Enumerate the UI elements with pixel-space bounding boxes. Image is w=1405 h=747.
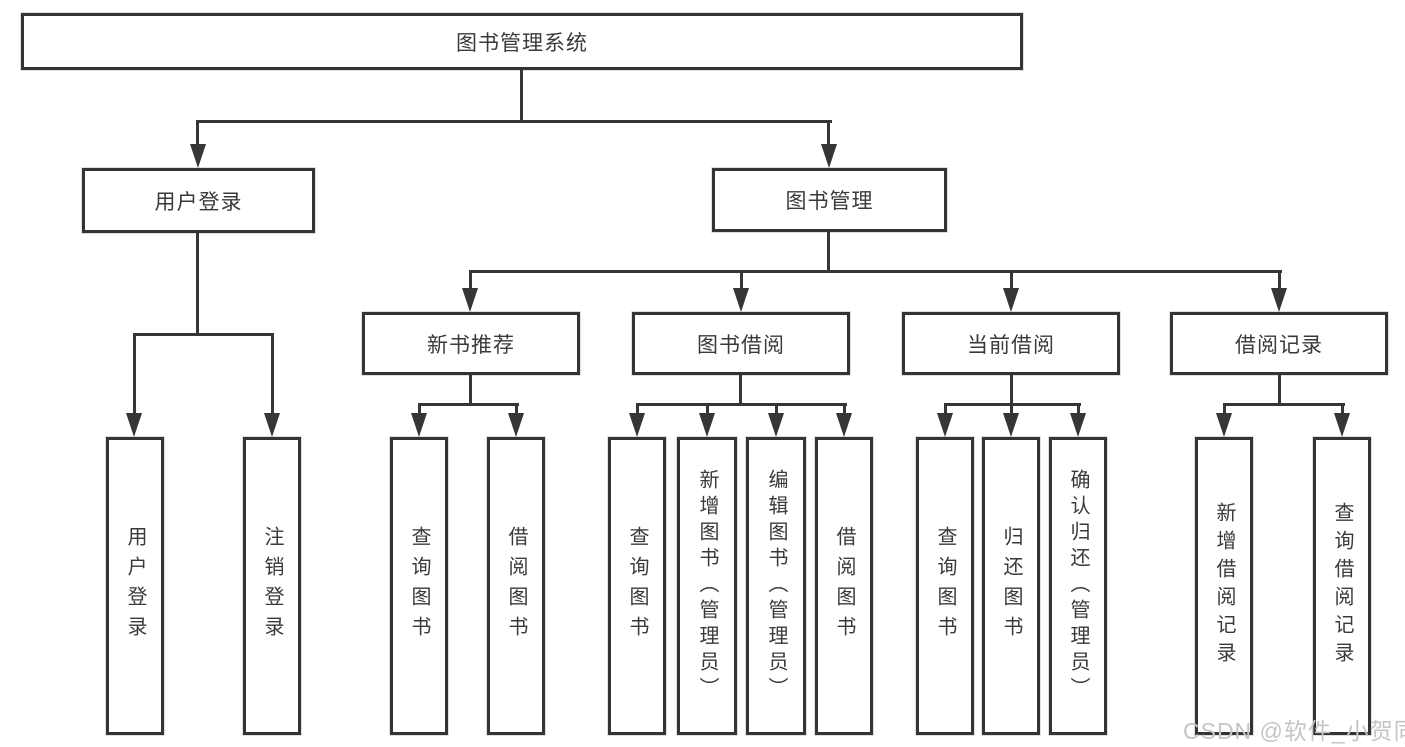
node-new-book-rec: 新书推荐 bbox=[362, 312, 580, 375]
node-book-mgmt: 图书管理 bbox=[712, 168, 947, 232]
node-borrow-record: 借阅记录 bbox=[1170, 312, 1388, 375]
connector-leaf-return-stem bbox=[1010, 403, 1013, 416]
arrow-to-leaf-add-record bbox=[1216, 413, 1232, 437]
leaf-user-login-label: 用户登录 bbox=[124, 526, 146, 646]
arrow-to-borrow-record bbox=[1271, 288, 1287, 312]
leaf-add-record: 新增借阅记录 bbox=[1195, 437, 1253, 735]
leaf-query-book-1: 查询图书 bbox=[390, 437, 448, 735]
arrow-to-leaf-query-record bbox=[1334, 413, 1350, 437]
connector-userlogin-stem bbox=[196, 120, 199, 148]
arrow-to-leaf-return-book bbox=[1003, 413, 1019, 437]
leaf-borrow-book-1: 借阅图书 bbox=[487, 437, 545, 735]
connector-borrowrecord-hline bbox=[1223, 403, 1345, 406]
node-current-borrow: 当前借阅 bbox=[902, 312, 1120, 375]
connector-borrowrecord-stem bbox=[1278, 270, 1281, 292]
arrow-to-leaf-query-book-3 bbox=[937, 413, 953, 437]
leaf-query-book-2-label: 查询图书 bbox=[626, 526, 648, 646]
connector-currentborrow-stem bbox=[1010, 270, 1013, 292]
leaf-return-book-label: 归还图书 bbox=[1000, 526, 1022, 646]
connector-root-stem bbox=[520, 70, 523, 123]
connector-userlogin-down bbox=[196, 233, 199, 336]
connector-leaf-queryrecord-stem bbox=[1341, 403, 1344, 416]
leaf-add-book: 新增图书（管理员） bbox=[677, 437, 737, 735]
leaf-confirm-return: 确认归还（管理员） bbox=[1049, 437, 1107, 735]
leaf-add-book-label: 新增图书（管理员） bbox=[696, 469, 718, 703]
arrow-to-book-borrow bbox=[733, 288, 749, 312]
node-user-login-label: 用户登录 bbox=[154, 190, 243, 214]
connector-leaf-logout-stem bbox=[271, 333, 274, 415]
leaf-query-book-3-label: 查询图书 bbox=[934, 526, 956, 646]
arrow-to-book-mgmt bbox=[821, 144, 837, 168]
connector-leaf-borrow1-stem bbox=[515, 403, 518, 416]
connector-bookborrow-stem bbox=[740, 270, 743, 292]
arrow-to-leaf-confirm-return bbox=[1070, 413, 1086, 437]
node-user-login: 用户登录 bbox=[82, 168, 315, 233]
connector-leaf-addrecord-stem bbox=[1223, 403, 1226, 416]
leaf-add-record-label: 新增借阅记录 bbox=[1213, 502, 1235, 670]
node-library-system: 图书管理系统 bbox=[21, 13, 1023, 70]
node-new-book-rec-label: 新书推荐 bbox=[427, 333, 515, 357]
connector-bookmgmt-stem bbox=[827, 120, 830, 148]
leaf-confirm-return-label: 确认归还（管理员） bbox=[1067, 469, 1089, 703]
connector-newbook-hline bbox=[418, 403, 519, 406]
arrow-to-leaf-add-book bbox=[699, 413, 715, 437]
connector-leaf-query1-stem bbox=[418, 403, 421, 416]
csdn-watermark: CSDN @软件_小贺同学 bbox=[1183, 718, 1405, 744]
arrow-to-leaf-query-book-2 bbox=[629, 413, 645, 437]
connector-userlogin-hline bbox=[133, 333, 274, 336]
arrow-to-new-book-rec bbox=[462, 288, 478, 312]
leaf-logout-label: 注销登录 bbox=[261, 526, 283, 646]
connector-bookmgmt-down bbox=[827, 232, 830, 273]
leaf-query-book-3: 查询图书 bbox=[916, 437, 974, 735]
arrow-to-leaf-edit-book bbox=[768, 413, 784, 437]
connector-bookmgmt-hline bbox=[469, 270, 1282, 273]
node-current-borrow-label: 当前借阅 bbox=[967, 333, 1055, 357]
connector-newbook-down bbox=[469, 375, 472, 406]
node-borrow-record-label: 借阅记录 bbox=[1235, 333, 1323, 357]
leaf-user-login: 用户登录 bbox=[106, 437, 164, 735]
leaf-edit-book: 编辑图书（管理员） bbox=[746, 437, 806, 735]
leaf-return-book: 归还图书 bbox=[982, 437, 1040, 735]
leaf-logout: 注销登录 bbox=[243, 437, 301, 735]
arrow-to-leaf-borrow-book-2 bbox=[836, 413, 852, 437]
connector-currentborrow-down bbox=[1010, 375, 1013, 406]
connector-leaf-query3-stem bbox=[944, 403, 947, 416]
node-book-borrow-label: 图书借阅 bbox=[697, 333, 785, 357]
node-book-mgmt-label: 图书管理 bbox=[785, 190, 874, 213]
connector-bookborrow-hline bbox=[636, 403, 847, 406]
arrow-to-user-login bbox=[190, 144, 206, 168]
connector-leaf-editbook-stem bbox=[775, 403, 778, 416]
leaf-query-book-2: 查询图书 bbox=[608, 437, 666, 735]
connector-leaf-userlogin-stem bbox=[133, 333, 136, 415]
connector-root-hline bbox=[196, 120, 832, 123]
leaf-borrow-book-1-label: 借阅图书 bbox=[505, 526, 527, 646]
leaf-edit-book-label: 编辑图书（管理员） bbox=[765, 469, 787, 703]
connector-borrowrecord-down bbox=[1278, 375, 1281, 406]
arrow-to-leaf-query-book-1 bbox=[411, 413, 427, 437]
leaf-borrow-book-2: 借阅图书 bbox=[815, 437, 873, 735]
node-book-borrow: 图书借阅 bbox=[632, 312, 850, 375]
arrow-to-leaf-borrow-book-1 bbox=[508, 413, 524, 437]
leaf-query-record: 查询借阅记录 bbox=[1313, 437, 1371, 735]
leaf-query-book-1-label: 查询图书 bbox=[408, 526, 430, 646]
connector-leaf-confirm-stem bbox=[1077, 403, 1080, 416]
node-library-system-label: 图书管理系统 bbox=[456, 31, 588, 55]
arrow-to-current-borrow bbox=[1003, 288, 1019, 312]
leaf-query-record-label: 查询借阅记录 bbox=[1331, 502, 1353, 670]
arrow-to-leaf-logout bbox=[264, 413, 280, 437]
leaf-borrow-book-2-label: 借阅图书 bbox=[833, 526, 855, 646]
connector-bookborrow-down bbox=[739, 375, 742, 406]
connector-leaf-addbook-stem bbox=[706, 403, 709, 416]
connector-leaf-query2-stem bbox=[636, 403, 639, 416]
connector-newbook-stem bbox=[469, 270, 472, 292]
connector-leaf-borrow2-stem bbox=[843, 403, 846, 416]
arrow-to-leaf-user-login bbox=[126, 413, 142, 437]
